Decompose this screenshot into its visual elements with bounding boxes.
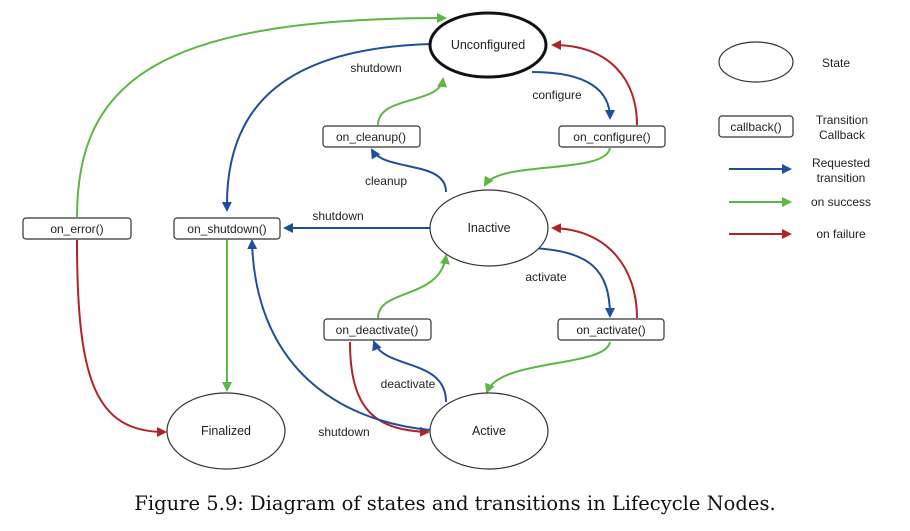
edge-cleanup-request: [370, 148, 447, 193]
callback-on-cleanup-label: on_cleanup(): [336, 130, 406, 144]
edge-activate-request: [529, 247, 615, 318]
state-finalized-label: Finalized: [201, 424, 251, 438]
edge-deactivate-failure: [349, 341, 430, 437]
callback-on-deactivate[interactable]: on_deactivate(): [323, 318, 432, 341]
transition-cleanup: cleanup: [365, 174, 407, 188]
state-inactive[interactable]: Inactive: [429, 189, 549, 267]
state-unconfigured[interactable]: Unconfigured: [428, 11, 548, 79]
legend-callback-box: [718, 115, 794, 138]
state-finalized[interactable]: Finalized: [166, 392, 286, 470]
edge-on-error-success: [76, 13, 447, 218]
state-active[interactable]: Active: [429, 392, 549, 470]
legend-failure-label: on failure: [816, 227, 866, 241]
legend-callback-line2: Callback: [819, 128, 866, 142]
callback-on-configure[interactable]: on_configure(): [558, 125, 666, 148]
edge-cleanup-success: [377, 77, 448, 126]
callback-on-error[interactable]: on_error(): [22, 217, 132, 240]
edge-unconfigured-shutdown: [221, 43, 433, 212]
edge-active-shutdown: [247, 239, 431, 431]
edge-on-error-failure: [76, 239, 167, 437]
legend: State callback() Transition Callback Req…: [718, 41, 871, 241]
transition-shutdown-mid: shutdown: [312, 209, 363, 223]
legend-success-label: on success: [811, 195, 871, 209]
state-unconfigured-label: Unconfigured: [451, 38, 525, 52]
edge-configure-success: [483, 147, 611, 187]
legend-state-ellipse: [718, 41, 794, 83]
callback-on-deactivate-label: on_deactivate(): [336, 323, 419, 337]
callback-on-cleanup[interactable]: on_cleanup(): [322, 125, 421, 148]
legend-requested-line1: Requested: [812, 156, 870, 170]
transition-deactivate: deactivate: [381, 377, 436, 391]
legend-requested-line2: transition: [817, 171, 866, 185]
callback-on-configure-label: on_configure(): [573, 130, 650, 144]
state-active-label: Active: [472, 424, 506, 438]
callback-on-shutdown[interactable]: on_shutdown(): [173, 217, 281, 240]
edge-configure-failure: [551, 40, 638, 126]
edge-deactivate-request: [372, 340, 447, 403]
transition-configure: configure: [532, 88, 582, 102]
legend-callback-line1: Transition: [816, 113, 868, 127]
transition-activate: activate: [525, 270, 567, 284]
legend-callback-box-label: callback(): [730, 120, 781, 134]
callback-on-activate-label: on_activate(): [576, 323, 645, 337]
callback-on-shutdown-label: on_shutdown(): [187, 222, 266, 236]
legend-state-label: State: [822, 56, 850, 70]
callback-on-activate[interactable]: on_activate(): [557, 318, 665, 341]
figure-caption: Figure 5.9: Diagram of states and transi…: [134, 492, 776, 515]
transition-shutdown-bottom: shutdown: [318, 425, 369, 439]
callback-on-error-label: on_error(): [50, 222, 103, 236]
edge-deactivate-success: [377, 254, 450, 319]
edge-activate-success: [485, 341, 611, 394]
state-inactive-label: Inactive: [467, 221, 510, 235]
edge-configure-request: [531, 71, 615, 120]
lifecycle-diagram: Unconfigured Inactive Active Finalized o…: [22, 11, 871, 470]
edge-activate-failure: [551, 223, 638, 319]
transition-shutdown-top: shutdown: [350, 61, 401, 75]
